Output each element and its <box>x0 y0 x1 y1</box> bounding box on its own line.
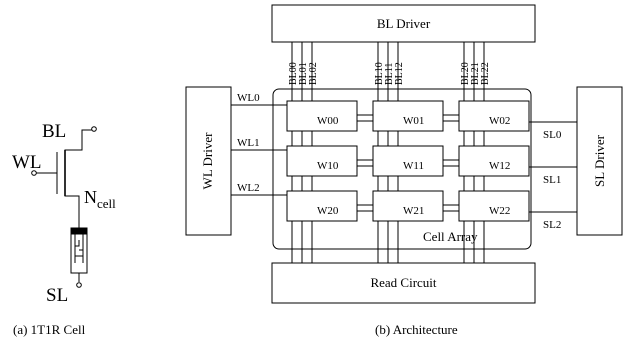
cell-label: W11 <box>403 160 424 172</box>
cell-label: W21 <box>403 205 424 217</box>
sourceline-label: SL0 <box>543 129 562 141</box>
cell-label: W00 <box>317 115 339 127</box>
cell-box <box>458 190 530 222</box>
wordline-label: WL2 <box>237 182 260 194</box>
cell-schematic: BL WL Ncell SL (a) 1T1R Cell <box>12 121 116 337</box>
cell-box <box>372 145 444 177</box>
sl-label: SL <box>46 285 68 306</box>
cell-box <box>286 100 358 132</box>
cell-box <box>458 100 530 132</box>
ncell-label: Ncell <box>84 187 116 211</box>
caption-b: (b) Architecture <box>375 322 458 337</box>
bl-terminal <box>91 126 97 132</box>
wordline-label: WL1 <box>237 137 260 149</box>
cell-box <box>286 190 358 222</box>
cell-label: W02 <box>489 115 510 127</box>
cell-label: W22 <box>489 205 510 217</box>
cell-array-label: Cell Array <box>423 229 478 244</box>
bitline-label: BL22 <box>480 62 491 85</box>
sl-driver-label: SL Driver <box>592 134 607 187</box>
wl-label: WL <box>12 152 42 173</box>
cell-label: W10 <box>317 160 339 172</box>
bl-driver-label: BL Driver <box>377 16 431 31</box>
cell-box <box>372 190 444 222</box>
cell-label: W01 <box>403 115 424 127</box>
cell-box <box>372 100 444 132</box>
sl-terminal <box>76 282 82 288</box>
cell-box <box>458 145 530 177</box>
wordline-label: WL0 <box>237 92 260 104</box>
bitline-label: BL11 <box>384 63 395 85</box>
bitline-label: BL12 <box>394 62 405 85</box>
bitline-label: BL00 <box>288 62 299 85</box>
wl-driver-box <box>185 86 232 236</box>
cell-label: W20 <box>317 205 339 217</box>
architecture: Cell Array BL Driver WL Driver SL Driver… <box>185 4 623 337</box>
caption-a: (a) 1T1R Cell <box>13 322 86 337</box>
read-circuit-box <box>271 262 536 304</box>
bitline-label: BL21 <box>470 62 481 85</box>
read-circuit-label: Read Circuit <box>370 275 436 290</box>
cell-label: W12 <box>489 160 510 172</box>
bl-label: BL <box>42 121 66 142</box>
bitline-label: BL10 <box>374 62 385 85</box>
bl-driver-box <box>271 4 536 43</box>
cell-array-frame <box>272 88 532 250</box>
sourceline-label: SL1 <box>543 174 561 186</box>
wl-terminal <box>31 170 37 176</box>
wl-driver-label: WL Driver <box>200 132 215 190</box>
sl-driver-box <box>576 86 623 236</box>
bitline-label: BL01 <box>298 62 309 85</box>
bitline-label: BL20 <box>460 62 471 85</box>
bitline-label: BL02 <box>308 62 319 85</box>
cell-box <box>286 145 358 177</box>
sourceline-label: SL2 <box>543 219 561 231</box>
